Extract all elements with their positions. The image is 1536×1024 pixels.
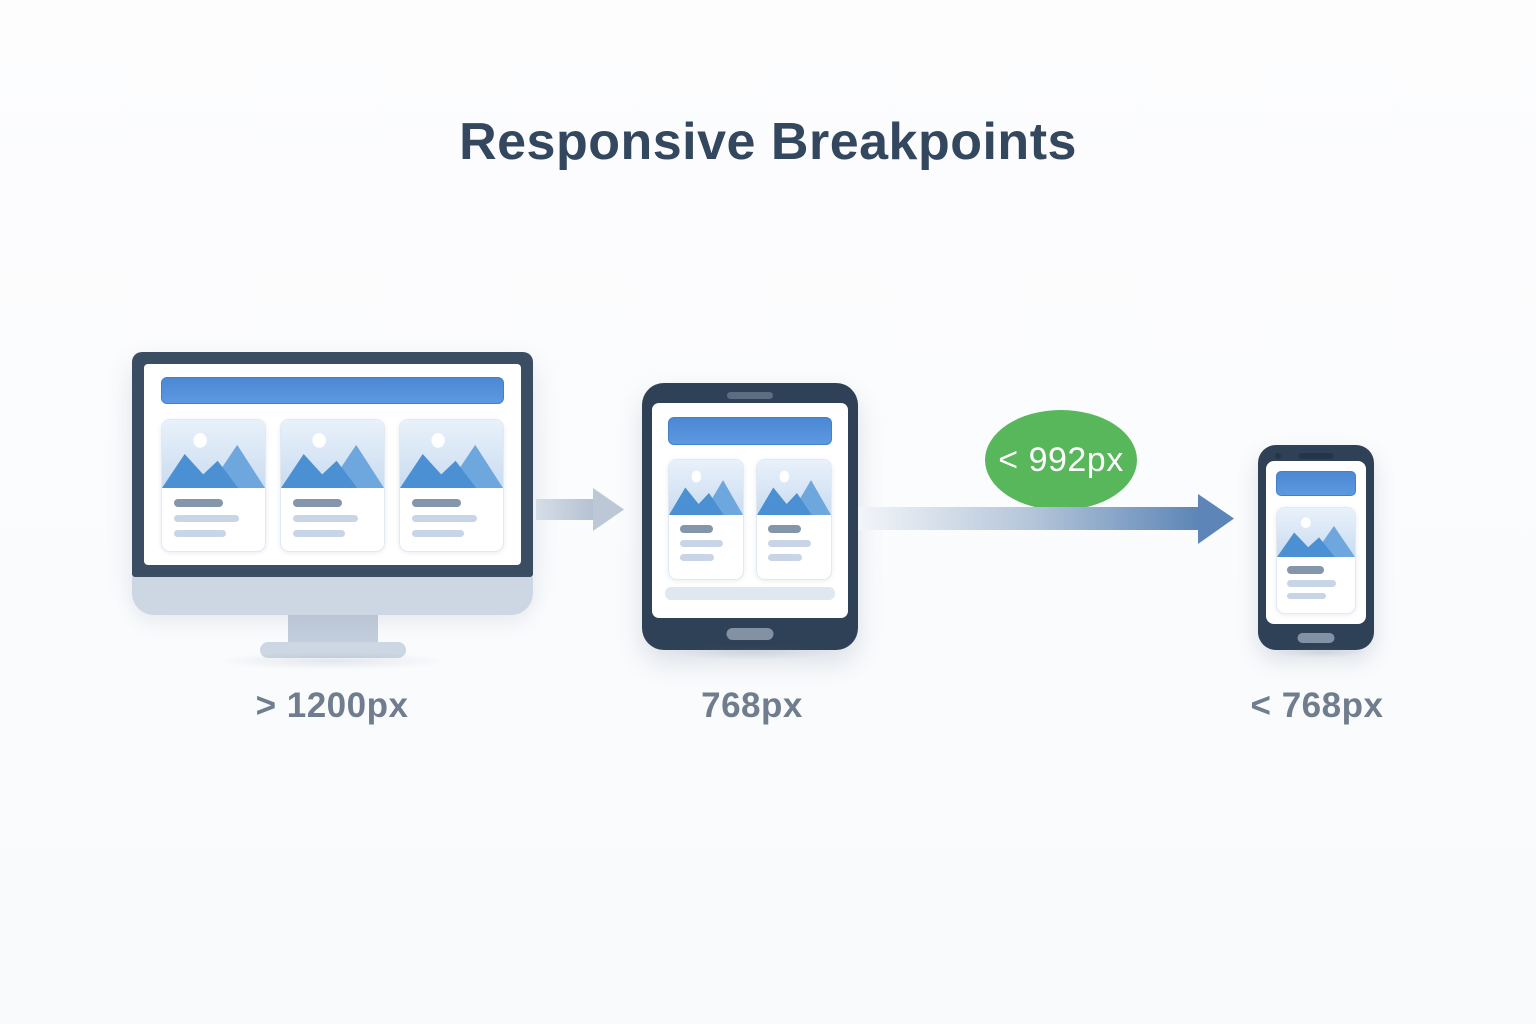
image-placeholder-icon — [162, 420, 265, 488]
camera-icon — [1275, 453, 1281, 459]
navbar-placeholder — [668, 417, 832, 445]
text-line — [680, 525, 714, 533]
content-card — [668, 459, 744, 580]
card-text — [162, 488, 265, 550]
text-line — [174, 515, 239, 522]
image-placeholder-icon — [1277, 508, 1355, 557]
text-line — [768, 525, 802, 533]
content-card — [280, 419, 385, 552]
arrow-right-icon — [858, 494, 1234, 544]
home-button-icon — [1297, 633, 1335, 643]
monitor-chin — [132, 577, 533, 615]
speaker-icon — [1299, 453, 1333, 459]
phone-device — [1258, 445, 1374, 650]
image-placeholder-icon — [669, 460, 743, 515]
text-line — [680, 554, 715, 561]
home-button-icon — [726, 628, 774, 640]
text-line — [1287, 580, 1336, 587]
navbar-placeholder — [161, 377, 504, 404]
content-card — [1276, 507, 1356, 614]
breakpoint-label-phone: < 768px — [1250, 686, 1384, 725]
content-card — [399, 419, 504, 552]
text-line — [174, 499, 223, 507]
page-title: Responsive Breakpoints — [459, 113, 1077, 171]
footer-placeholder — [665, 587, 835, 600]
monitor-screen — [144, 364, 521, 565]
content-card — [756, 459, 832, 580]
shadow — [672, 644, 832, 660]
image-placeholder-icon — [757, 460, 831, 515]
shadow — [212, 652, 452, 670]
camera-speaker-icon — [727, 392, 773, 399]
text-line — [412, 515, 477, 522]
text-line — [768, 540, 811, 547]
card-text — [757, 515, 831, 573]
text-line — [680, 540, 723, 547]
shadow — [1276, 646, 1366, 658]
monitor-stand-neck — [287, 615, 378, 643]
tablet-screen — [652, 403, 848, 618]
text-line — [174, 530, 227, 537]
arrow-right-icon — [536, 488, 624, 531]
card-text — [281, 488, 384, 550]
text-line — [293, 515, 358, 522]
image-placeholder-icon — [281, 420, 384, 488]
phone-screen — [1266, 461, 1366, 624]
breakpoint-badge-label: < 992px — [998, 440, 1124, 479]
cards-row — [161, 419, 504, 552]
text-line — [768, 554, 803, 561]
text-line — [293, 499, 342, 507]
breakpoint-label-desktop: > 1200px — [255, 686, 409, 725]
tablet-device — [642, 383, 858, 650]
image-placeholder-icon — [400, 420, 503, 488]
navbar-placeholder — [1276, 471, 1356, 496]
card-text — [1277, 557, 1355, 609]
text-line — [293, 530, 346, 537]
monitor-frame — [132, 352, 533, 577]
desktop-monitor — [132, 352, 533, 658]
breakpoint-badge: < 992px — [985, 410, 1137, 510]
text-line — [412, 499, 461, 507]
card-text — [669, 515, 743, 573]
text-line — [412, 530, 465, 537]
card-text — [400, 488, 503, 550]
content-card — [161, 419, 266, 552]
text-line — [1287, 566, 1325, 574]
monitor-stand-base — [259, 642, 406, 658]
breakpoint-label-tablet: 768px — [701, 686, 803, 725]
text-line — [1287, 593, 1327, 599]
cards-row — [668, 459, 832, 580]
